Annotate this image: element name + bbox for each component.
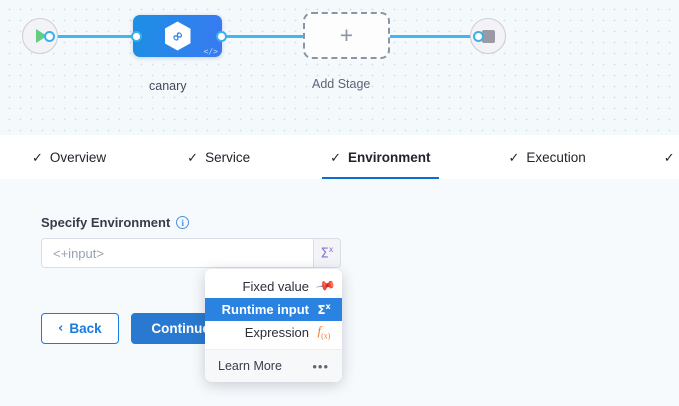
code-icon: </> — [203, 47, 218, 56]
specify-environment-label: Specify Environment i — [41, 215, 190, 230]
wizard-button-row: ‹ Back Continue — [41, 313, 231, 344]
pipeline-canvas[interactable]: ∞ </> + canary Add Stage — [0, 0, 679, 135]
runtime-input-toggle-button[interactable]: Σx — [313, 238, 341, 268]
check-icon: ✓ — [330, 149, 341, 165]
ellipsis-icon[interactable]: ••• — [312, 358, 329, 374]
tab-overview[interactable]: ✓ Overview — [14, 135, 124, 179]
tab-execution[interactable]: ✓ Execution — [491, 135, 604, 179]
sigma-icon: Σx — [320, 244, 334, 262]
play-icon — [36, 29, 47, 43]
tab-advanced[interactable]: ✓ Advanced — [646, 135, 679, 179]
port-stage-input[interactable] — [131, 31, 142, 42]
continue-button-label: Continue — [151, 321, 210, 336]
add-stage-label: Add Stage — [312, 77, 371, 91]
chevron-left-icon: ‹ — [58, 321, 64, 336]
stage-node-canary[interactable]: ∞ </> — [133, 15, 222, 57]
check-icon: ✓ — [663, 149, 675, 165]
dropdown-item-runtime-input-label: Runtime input — [221, 302, 309, 317]
field-label-text: Specify Environment — [41, 215, 171, 230]
dropdown-item-expression[interactable]: Expression f(x) — [205, 321, 342, 344]
harness-hexagon-icon: ∞ — [164, 21, 191, 51]
connector-line-start-to-stage — [46, 35, 144, 38]
input-type-dropdown: Fixed value 📌 Runtime input Σx Expressio… — [205, 269, 342, 382]
connector-line-add-to-end — [388, 35, 478, 38]
function-icon: f(x) — [317, 323, 331, 341]
dropdown-item-runtime-input[interactable]: Runtime input Σx — [205, 298, 342, 321]
dropdown-footer-learn-more[interactable]: Learn More ••• — [205, 349, 342, 382]
sigma-icon: Σx — [317, 302, 331, 317]
back-button-label: Back — [69, 321, 102, 336]
dropdown-item-expression-label: Expression — [244, 325, 309, 340]
specify-environment-input[interactable] — [41, 238, 313, 268]
stop-icon — [481, 29, 495, 43]
tab-service-label: Service — [205, 149, 251, 165]
dropdown-item-fixed-value-label: Fixed value — [242, 279, 309, 294]
tab-environment-label: Environment — [348, 149, 431, 165]
tab-environment[interactable]: ✓ Environment — [312, 135, 448, 180]
port-start-output[interactable] — [44, 31, 55, 42]
tab-service[interactable]: ✓ Service — [169, 135, 268, 179]
infinity-glyph: ∞ — [167, 26, 188, 46]
check-icon: ✓ — [187, 149, 199, 165]
connector-line-stage-to-add — [222, 35, 314, 38]
tab-execution-label: Execution — [526, 149, 586, 165]
dropdown-options: Fixed value 📌 Runtime input Σx Expressio… — [205, 269, 342, 349]
port-stage-output[interactable] — [216, 31, 227, 42]
stage-label-canary: canary — [149, 79, 187, 93]
add-stage-button[interactable]: + — [303, 12, 390, 59]
port-end-input[interactable] — [473, 31, 484, 42]
learn-more-label: Learn More — [218, 359, 282, 373]
specify-environment-input-row: Σx — [41, 238, 341, 268]
stage-config-tabbar: ✓ Overview ✓ Service ✓ Environment ✓ Exe… — [0, 135, 679, 180]
check-icon: ✓ — [508, 149, 520, 165]
check-icon: ✓ — [32, 149, 43, 165]
pin-icon: 📌 — [314, 275, 337, 298]
dropdown-item-fixed-value[interactable]: Fixed value 📌 — [205, 275, 342, 298]
info-icon[interactable]: i — [176, 216, 190, 229]
plus-icon: + — [339, 22, 354, 48]
tab-overview-label: Overview — [49, 149, 107, 165]
back-button[interactable]: ‹ Back — [41, 313, 119, 344]
